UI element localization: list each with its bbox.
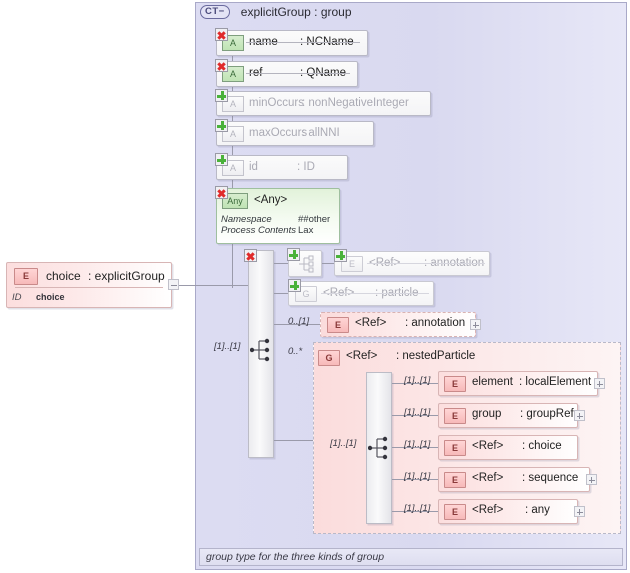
- any-icon: Any: [222, 193, 248, 209]
- any-row-label: Namespace: [221, 214, 272, 225]
- nestedparticle-cardinality: 0..*: [288, 346, 303, 357]
- inherited-strikethrough: [367, 263, 485, 264]
- sequence-compositor-icon: [299, 255, 314, 273]
- attribute-type: : ID: [297, 161, 315, 173]
- panel-footer-caption: group type for the three kinds of group: [199, 548, 623, 566]
- item-name: element: [472, 376, 513, 388]
- item-cardinality: [1]..[1]: [404, 375, 431, 386]
- expand-toggle[interactable]: [586, 474, 597, 485]
- attribute-type: : allNNI: [302, 127, 340, 139]
- choice-compositor-icon: [250, 338, 270, 362]
- content-model-compositor[interactable]: [248, 250, 274, 458]
- complextype-header: CT− explicitGroup : group: [200, 5, 500, 25]
- expand-toggle[interactable]: [574, 506, 585, 517]
- element-icon: E: [444, 472, 466, 488]
- add-badge[interactable]: [215, 153, 228, 166]
- element-icon: E: [444, 376, 466, 392]
- item-name: <Ref>: [472, 472, 504, 484]
- attribute-name: maxOccurs: [249, 127, 308, 139]
- item-type: : sequence: [522, 472, 579, 484]
- annotation-cardinality: 0..[1]: [288, 316, 310, 327]
- any-row-label: Process Contents: [221, 225, 296, 236]
- root-element-detail-value: choice: [36, 292, 65, 302]
- divider: [15, 287, 163, 288]
- branch-connector: [392, 447, 438, 448]
- element-to-model-connector: [179, 285, 260, 286]
- add-badge[interactable]: [215, 89, 228, 102]
- item-type: : any: [525, 504, 550, 516]
- nestedparticle-name: <Ref>: [346, 350, 378, 362]
- add-badge[interactable]: [334, 249, 347, 262]
- add-badge[interactable]: [287, 248, 300, 261]
- item-type: : localElement: [519, 376, 592, 388]
- branch-connector: [392, 511, 438, 512]
- nestedparticle-compositor-cardinality: [1]..[1]: [330, 438, 357, 449]
- excluded-badge[interactable]: [215, 186, 228, 199]
- item-name: <Ref>: [472, 504, 504, 516]
- branch-connector: [274, 293, 288, 294]
- excluded-badge[interactable]: [244, 249, 257, 262]
- item-cardinality: [1]..[1]: [404, 407, 431, 418]
- item-type: : groupRef: [520, 408, 574, 420]
- branch-connector: [274, 263, 288, 264]
- excluded-badge[interactable]: [215, 59, 228, 72]
- item-cardinality: [1]..[1]: [404, 503, 431, 514]
- complextype-badge[interactable]: CT−: [200, 5, 230, 19]
- item-name: <Ref>: [472, 440, 504, 452]
- attribute-row-minoccurs[interactable]: [216, 91, 431, 116]
- excluded-badge[interactable]: [215, 28, 228, 41]
- element-icon: E: [444, 408, 466, 424]
- inherited-strikethrough: [321, 293, 429, 294]
- item-type: : choice: [522, 440, 562, 452]
- any-row-value: ##other: [298, 214, 331, 225]
- root-element-detail-key: ID: [12, 292, 22, 303]
- choice-compositor-icon: [368, 436, 388, 460]
- expand-toggle[interactable]: [574, 410, 585, 421]
- element-icon: E: [444, 504, 466, 520]
- expand-toggle[interactable]: [470, 319, 481, 330]
- group-icon: G: [318, 350, 340, 366]
- content-model-cardinality: [1]..[1]: [214, 341, 241, 352]
- branch-connector: [274, 440, 314, 441]
- element-icon: E: [327, 317, 349, 333]
- add-badge[interactable]: [215, 119, 228, 132]
- nestedparticle-type: : nestedParticle: [396, 350, 476, 362]
- item-name: group: [472, 408, 502, 420]
- item-cardinality: [1]..[1]: [404, 471, 431, 482]
- item-cardinality: [1]..[1]: [404, 439, 431, 450]
- excluded-strikethrough: [246, 73, 350, 74]
- annotation-particle-type: : annotation: [405, 317, 466, 329]
- expand-toggle[interactable]: [594, 378, 605, 389]
- any-title: <Any>: [254, 194, 288, 206]
- branch-connector: [274, 324, 320, 325]
- branch-connector: [392, 383, 438, 384]
- attribute-name: minOccurs: [249, 97, 304, 109]
- collapse-toggle[interactable]: [168, 279, 179, 290]
- element-icon: E: [444, 440, 466, 456]
- attribute-type: : nonNegativeInteger: [302, 97, 409, 109]
- branch-connector: [322, 263, 334, 264]
- root-element-name: choice: [46, 269, 81, 283]
- element-icon: E: [14, 268, 38, 285]
- attribute-name: id: [249, 161, 258, 173]
- annotation-particle-name: <Ref>: [355, 317, 387, 329]
- add-badge[interactable]: [288, 279, 301, 292]
- excluded-strikethrough: [246, 42, 360, 43]
- branch-connector: [392, 415, 438, 416]
- branch-connector: [392, 479, 438, 480]
- any-row-value: Lax: [298, 225, 314, 236]
- root-element-type: : explicitGroup: [88, 269, 165, 283]
- complextype-title: explicitGroup : group: [240, 5, 352, 19]
